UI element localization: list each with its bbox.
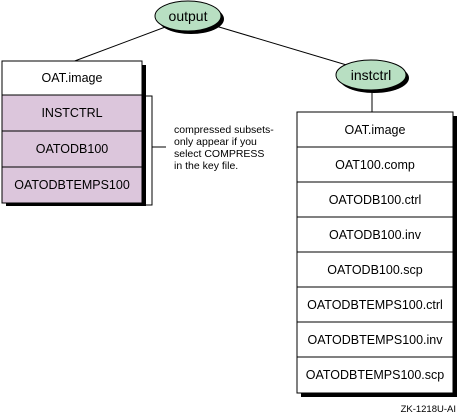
compressed-subsets-bracket bbox=[145, 95, 153, 206]
left-stack-cell-instctrl bbox=[1, 94, 143, 132]
right-stack-label-oat100-comp: OAT100.comp bbox=[335, 157, 415, 172]
root-node-label: output bbox=[168, 8, 208, 24]
right-stack-label-oatodb100-scp: OATODB100.scp bbox=[327, 262, 423, 277]
left-stack-label-instctrl: INSTCTRL bbox=[41, 106, 103, 120]
right-stack-label-oatodbtemps100-scp: OATODBTEMPS100.scp bbox=[305, 368, 445, 382]
left-stack-label-oatodbtemps100: OATODBTEMPS100 bbox=[14, 178, 130, 192]
note-line: in the key file. bbox=[174, 160, 239, 172]
right-stack-cell bbox=[296, 251, 454, 288]
right-stack-cell bbox=[296, 146, 454, 183]
right-stack-cell bbox=[296, 286, 454, 323]
left-stack-cell-oat-image bbox=[1, 60, 143, 96]
note-line: compressed subsets- bbox=[174, 124, 274, 136]
figure-code: ZK-1218U-AI bbox=[400, 404, 456, 415]
right-stack-cells bbox=[296, 111, 454, 394]
note-line: only appear if you bbox=[174, 136, 257, 148]
compressed-subsets-note: compressed subsets- only appear if you s… bbox=[174, 124, 274, 172]
instctrl-node-label: instctrl bbox=[350, 67, 392, 83]
connector-root-to-instctrl bbox=[208, 23, 361, 70]
connector-root-to-left-stack bbox=[71, 22, 177, 63]
left-stack-label-oatodb100: OATODB100 bbox=[35, 142, 109, 156]
right-stack-cell bbox=[296, 216, 454, 253]
instctrl-node-ellipse bbox=[335, 59, 407, 91]
right-stack-label-oatodbtemps100-ctrl: OATODBTEMPS100.ctrl bbox=[307, 297, 443, 312]
left-stack-cell-oatodbtemps100 bbox=[1, 166, 143, 204]
right-stack-label-oat-image: OAT.image bbox=[344, 122, 406, 137]
right-stack-cell bbox=[296, 321, 454, 358]
right-stack-label-oatodbtemps100-inv: OATODBTEMPS100.inv bbox=[307, 332, 443, 347]
root-node-ellipse bbox=[154, 0, 222, 32]
left-stack-cell-oatodb100 bbox=[1, 130, 143, 168]
right-stack-cell bbox=[296, 111, 454, 148]
left-stack-label-oat-image: OAT.image bbox=[41, 71, 103, 85]
right-stack-label-oatodb100-inv: OATODB100.inv bbox=[329, 227, 421, 242]
note-line: select COMPRESS bbox=[174, 148, 265, 160]
right-stack-cell bbox=[296, 356, 454, 394]
right-stack-label-oatodb100-ctrl: OATODB100.ctrl bbox=[328, 192, 422, 207]
